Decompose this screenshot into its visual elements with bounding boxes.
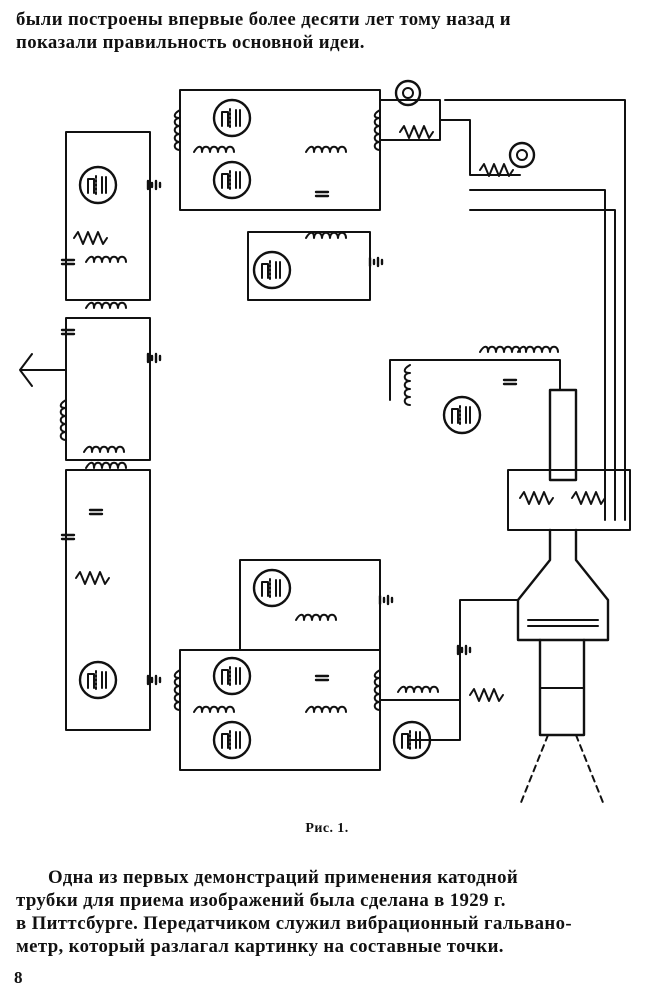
vertical-wires	[444, 99, 626, 521]
bottom-paragraph: Одна из первых демонстраций применения к…	[16, 866, 638, 958]
top-amplifier	[173, 89, 384, 301]
left-chain	[19, 131, 162, 731]
top-paragraph-line: показали правильность основной идеи.	[16, 32, 365, 53]
circuit-diagram	[19, 79, 631, 806]
right-cathode-tube	[389, 345, 631, 806]
bottom-paragraph-line: метр, который разлагал картинку на соста…	[16, 936, 504, 957]
bottom-amplifier	[173, 559, 519, 771]
top-paragraph: были построены впервые более десяти лет …	[16, 8, 638, 54]
bottom-paragraph-line: в Питтсбурге. Передатчиком служил вибрац…	[16, 913, 572, 934]
bottom-paragraph-line: Одна из первых демонстраций применения к…	[48, 867, 519, 888]
page-number: 8	[14, 968, 23, 987]
top-right-rotors	[379, 79, 536, 177]
bottom-paragraph-line: трубки для приема изображений была сдела…	[16, 890, 506, 911]
circuit-diagram-figure	[0, 70, 654, 815]
top-paragraph-line: были построены впервые более десяти лет …	[16, 9, 511, 30]
figure-caption: Рис. 1.	[305, 821, 349, 836]
